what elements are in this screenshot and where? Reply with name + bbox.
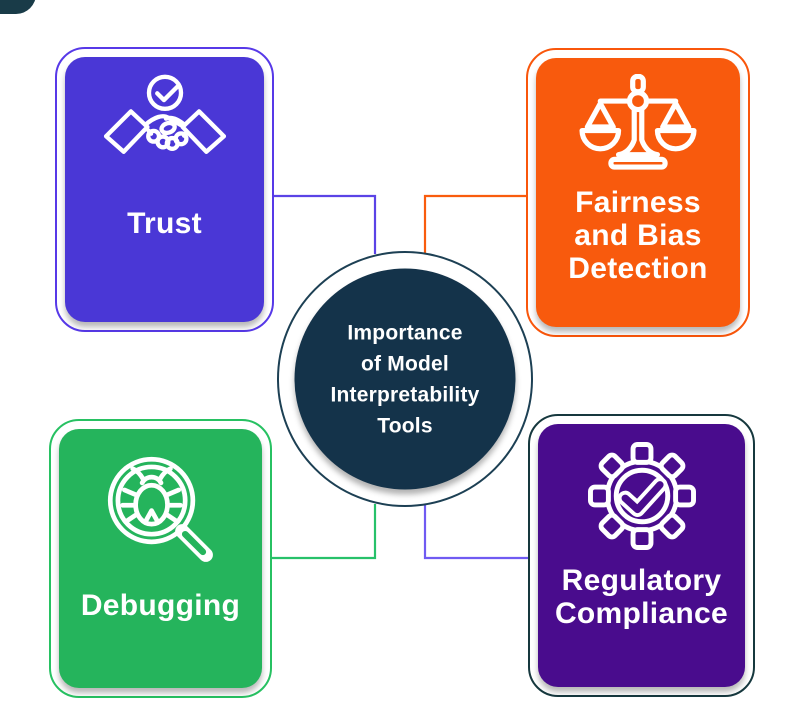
connector-fairness [423, 194, 526, 254]
card-regulatory-label: Regulatory Compliance [554, 564, 729, 630]
center-circle-ring: Importance of Model Interpretability Too… [277, 251, 533, 507]
card-debugging-fill: Debugging [59, 429, 262, 688]
center-circle: Importance of Model Interpretability Too… [294, 268, 516, 490]
connector-trust [274, 194, 377, 254]
card-fairness-fill: Fairness and Bias Detection [536, 58, 740, 327]
card-trust-fill: Trust [65, 57, 264, 322]
connector-regulatory [423, 504, 528, 560]
card-regulatory-fill: Regulatory Compliance [538, 424, 745, 687]
bug-magnifier-icon [107, 456, 213, 562]
card-trust-label: Trust [127, 207, 202, 240]
card-regulatory: Regulatory Compliance [528, 414, 755, 697]
card-fairness: Fairness and Bias Detection [526, 48, 750, 337]
gear-check-icon [587, 442, 696, 550]
connector-debugging [272, 504, 377, 560]
frame-corner-decoration [0, 0, 36, 14]
card-trust: Trust [55, 47, 274, 332]
handshake-check-icon [103, 74, 226, 154]
center-title: Importance of Model Interpretability Too… [330, 321, 480, 437]
card-debugging: Debugging [49, 419, 272, 698]
card-debugging-label: Debugging [80, 589, 241, 622]
card-fairness-label: Fairness and Bias Detection [568, 186, 708, 285]
balance-scale-icon [579, 74, 697, 170]
